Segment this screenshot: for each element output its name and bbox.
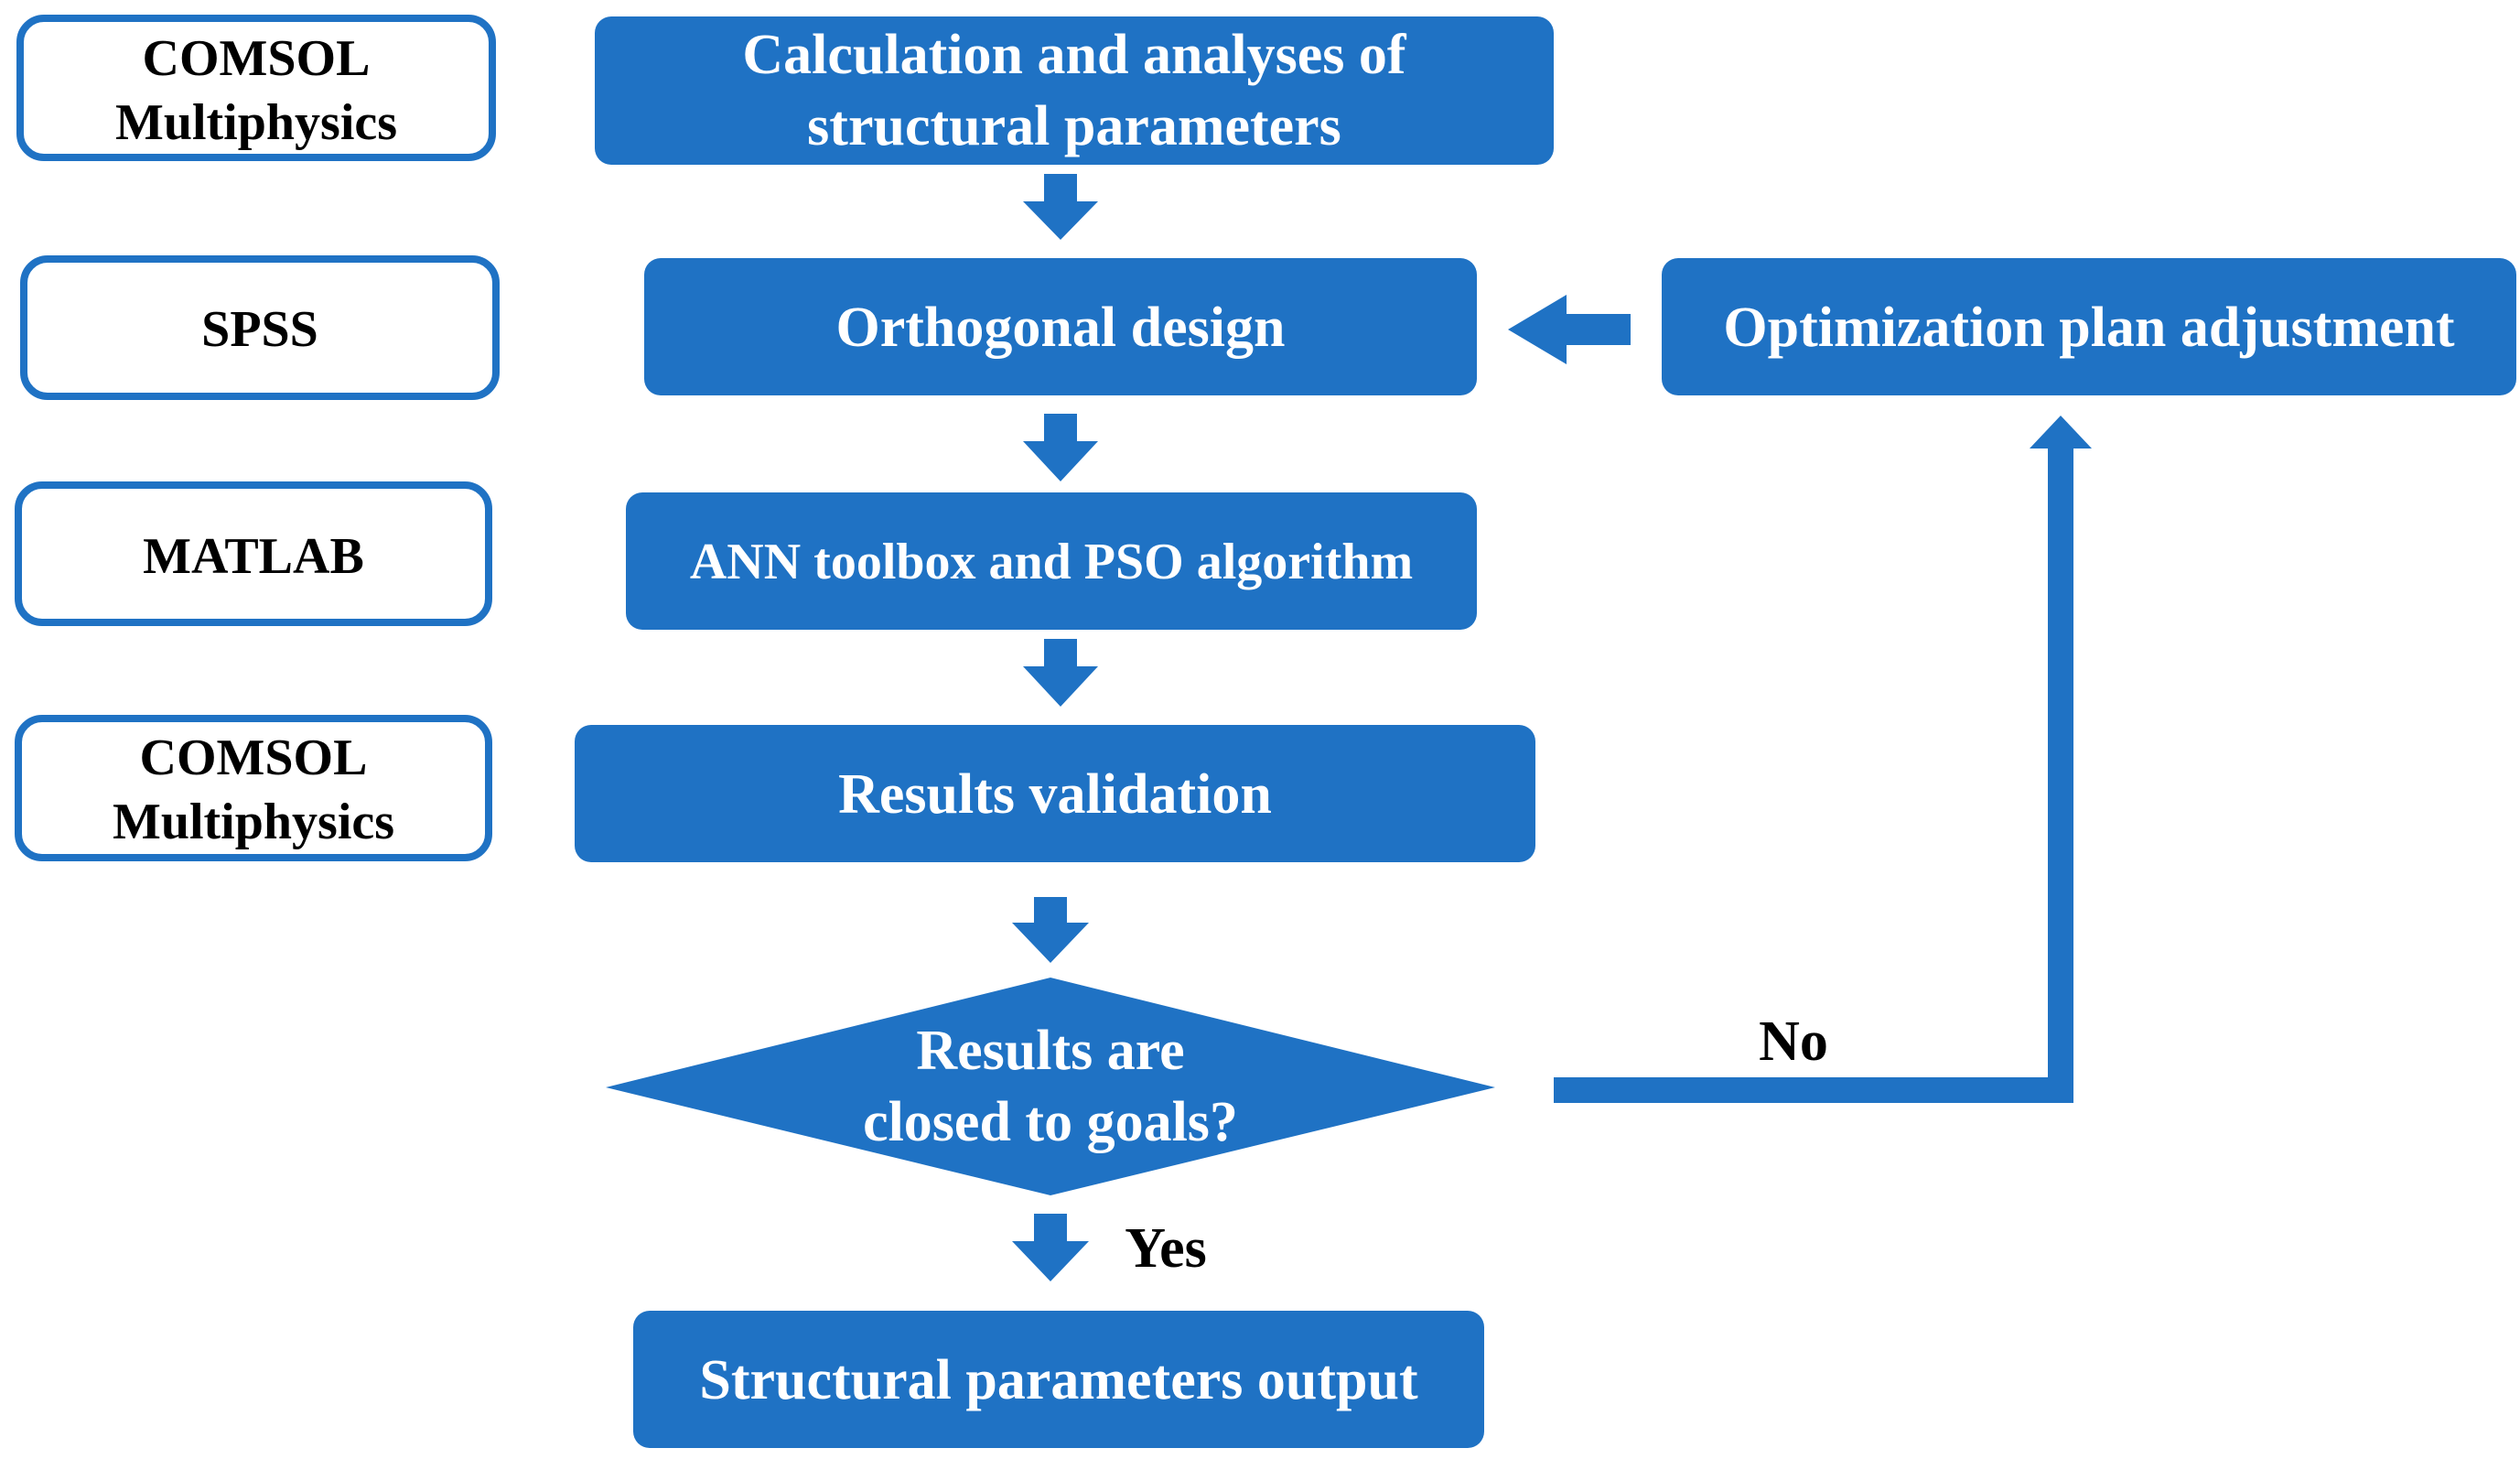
step-structural-parameters-output-label: Structural parameters output	[699, 1349, 1418, 1411]
tool-box-matlab: MATLAB	[15, 481, 492, 626]
tool-box-comsol-bottom: COMSOL Multiphysics	[15, 715, 492, 861]
step-structural-parameters-output: Structural parameters output	[633, 1311, 1484, 1448]
step-optimization-plan-adjustment-label: Optimization plan adjustment	[1723, 297, 2455, 359]
decision-label-line-1: Results are	[916, 1020, 1184, 1082]
step-calculation-line-2: structural parameters	[807, 95, 1341, 157]
tool-label-matlab: MATLAB	[143, 528, 364, 585]
tool-label-spss: SPSS	[201, 301, 318, 358]
step-calculation: Calculation and analyses of structural p…	[595, 16, 1554, 165]
tool-label-comsol-bottom-line-1: COMSOL	[140, 730, 368, 786]
decision-results-closed-to-goals: Results are closed to goals?	[606, 978, 1495, 1195]
step-ann-pso-label: ANN toolbox and PSO algorithm	[690, 534, 1413, 590]
step-orthogonal-design-label: Orthogonal design	[836, 297, 1286, 359]
branch-label-no: No	[1759, 1010, 1828, 1073]
arrow-down-1	[1023, 174, 1098, 240]
tool-label-comsol-top-line-2: Multiphysics	[115, 94, 397, 151]
step-calculation-line-1: Calculation and analyses of	[742, 24, 1407, 86]
connector-no-path	[1554, 416, 2092, 1103]
tool-box-comsol-top: COMSOL Multiphysics	[16, 15, 496, 161]
step-optimization-plan-adjustment: Optimization plan adjustment	[1662, 258, 2516, 395]
branch-label-yes: Yes	[1125, 1217, 1207, 1280]
tool-box-spss: SPSS	[20, 255, 500, 400]
tool-label-comsol-bottom-line-2: Multiphysics	[113, 794, 394, 850]
arrow-left-from-adjustment	[1508, 295, 1631, 364]
arrow-down-3	[1023, 639, 1098, 707]
step-results-validation-label: Results validation	[838, 763, 1272, 826]
arrow-down-4	[1012, 897, 1089, 963]
step-orthogonal-design: Orthogonal design	[644, 258, 1477, 395]
tool-label-comsol-top-line-1: COMSOL	[143, 30, 371, 87]
arrow-down-yes	[1012, 1214, 1089, 1281]
step-ann-pso: ANN toolbox and PSO algorithm	[626, 492, 1477, 630]
step-results-validation: Results validation	[575, 725, 1535, 862]
decision-label-line-2: closed to goals?	[863, 1091, 1238, 1153]
arrow-down-2	[1023, 414, 1098, 481]
